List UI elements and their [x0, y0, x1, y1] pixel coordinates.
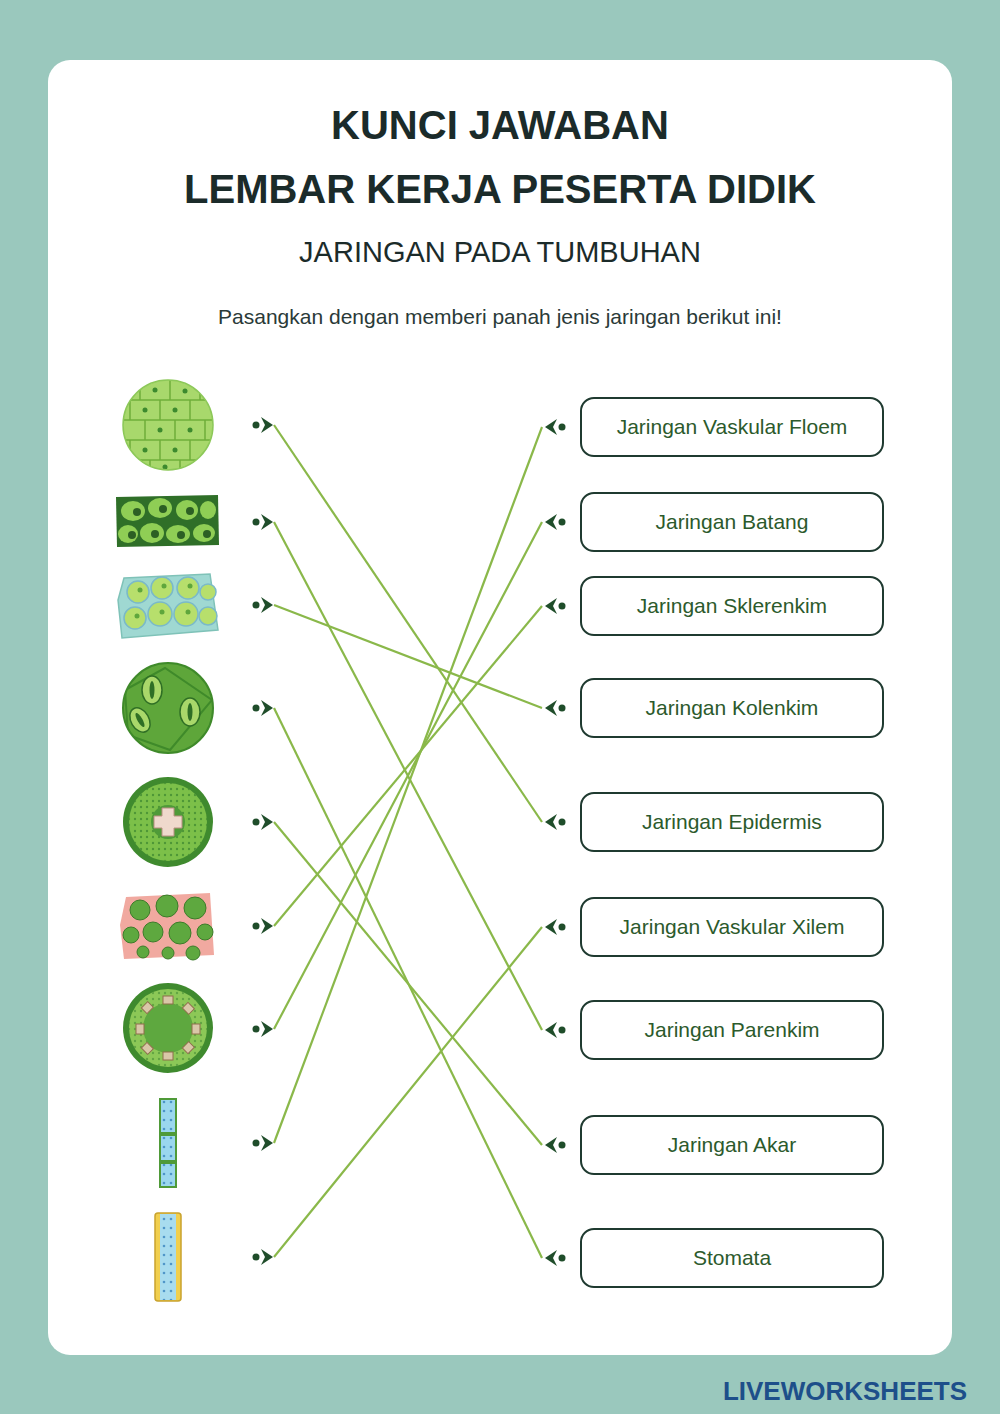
answer-box: Jaringan Kolenkim [542, 678, 884, 738]
anchor-dot [559, 519, 566, 526]
anchor-dot [253, 1026, 260, 1033]
answer-box: Jaringan Vaskular Xilem [542, 897, 884, 957]
answer-box-outline: Jaringan Batang [580, 492, 884, 552]
anchor-chevron [261, 1135, 273, 1151]
phloem-image [160, 1099, 176, 1187]
match-line [274, 708, 542, 1258]
answer-text: Jaringan Batang [656, 510, 809, 534]
match-line [274, 605, 542, 708]
answer-text: Stomata [693, 1246, 771, 1270]
anchor-chevron [545, 1022, 557, 1038]
title: KUNCI JAWABAN [0, 103, 1000, 148]
collenchyma-image [118, 574, 218, 638]
answer-text: Jaringan Parenkim [644, 1018, 819, 1042]
stomata-image [123, 663, 213, 753]
match-line [274, 522, 542, 1030]
tissue-picture [116, 395, 274, 455]
anchor-chevron [545, 919, 557, 935]
anchor-dot [253, 1254, 260, 1261]
anchor-dot [559, 819, 566, 826]
tissue-picture [116, 575, 274, 635]
tissue-picture [116, 1227, 274, 1287]
tissue-picture [116, 1113, 274, 1173]
answer-box: Jaringan Akar [542, 1115, 884, 1175]
anchor-dot [253, 923, 260, 930]
epidermis-image [120, 380, 216, 475]
answer-box: Jaringan Sklerenkim [542, 576, 884, 636]
match-line [274, 427, 542, 1143]
answer-text: Jaringan Sklerenkim [637, 594, 827, 618]
root-section-image [123, 777, 213, 867]
anchor-chevron [545, 700, 557, 716]
anchor-dot [253, 705, 260, 712]
stem-section-image [123, 983, 213, 1073]
anchor-dot [253, 519, 260, 526]
answer-box-outline: Jaringan Sklerenkim [580, 576, 884, 636]
answer-box-outline: Jaringan Vaskular Xilem [580, 897, 884, 957]
answer-box-outline: Jaringan Parenkim [580, 1000, 884, 1060]
subtitle: LEMBAR KERJA PESERTA DIDIK [0, 167, 1000, 212]
sclerenchyma-image [120, 893, 214, 960]
tissue-picture [116, 678, 274, 738]
answer-box: Jaringan Parenkim [542, 1000, 884, 1060]
instruction: Pasangkan dengan memberi panah jenis jar… [0, 305, 1000, 329]
anchor-chevron [545, 814, 557, 830]
answer-text: Jaringan Epidermis [642, 810, 822, 834]
answer-box-outline: Jaringan Vaskular Floem [580, 397, 884, 457]
match-line [274, 522, 542, 1029]
anchor-chevron [261, 918, 273, 934]
anchor-chevron [545, 1250, 557, 1266]
link-anchors [253, 417, 566, 1266]
anchor-chevron [545, 419, 557, 435]
match-line [274, 822, 542, 1145]
anchor-chevron [261, 597, 273, 613]
anchor-dot [559, 705, 566, 712]
tissue-picture [116, 896, 274, 956]
watermark: LIVEWORKSHEETS [700, 1376, 990, 1407]
tissue-picture [116, 492, 274, 552]
anchor-chevron [261, 417, 273, 433]
answer-box-outline: Stomata [580, 1228, 884, 1288]
parenchyma-image [116, 495, 219, 547]
anchor-dot [559, 924, 566, 931]
anchor-dot [253, 422, 260, 429]
anchor-dot [559, 603, 566, 610]
answer-box: Jaringan Batang [542, 492, 884, 552]
answer-box-outline: Jaringan Kolenkim [580, 678, 884, 738]
match-line [274, 927, 542, 1257]
anchor-chevron [261, 814, 273, 830]
anchor-dot [253, 1140, 260, 1147]
answer-box: Jaringan Epidermis [542, 792, 884, 852]
match-line [274, 606, 542, 926]
answer-box-outline: Jaringan Akar [580, 1115, 884, 1175]
answer-text: Jaringan Vaskular Floem [617, 415, 848, 439]
anchor-dot [559, 424, 566, 431]
anchor-dot [559, 1027, 566, 1034]
anchor-chevron [545, 514, 557, 530]
answer-box: Stomata [542, 1228, 884, 1288]
anchor-dot [253, 602, 260, 609]
anchor-dot [253, 819, 260, 826]
anchor-chevron [545, 1137, 557, 1153]
anchor-dot [559, 1142, 566, 1149]
answer-text: Jaringan Akar [668, 1133, 796, 1157]
answer-text: Jaringan Vaskular Xilem [620, 915, 845, 939]
anchor-chevron [545, 598, 557, 614]
anchor-chevron [261, 700, 273, 716]
answer-box-outline: Jaringan Epidermis [580, 792, 884, 852]
anchor-chevron [261, 1021, 273, 1037]
tissue-picture [116, 999, 274, 1059]
answer-box: Jaringan Vaskular Floem [542, 397, 884, 457]
match-line [274, 425, 542, 822]
anchor-chevron [261, 514, 273, 530]
answer-text: Jaringan Kolenkim [646, 696, 819, 720]
anchor-chevron [261, 1249, 273, 1265]
anchor-dot [559, 1255, 566, 1262]
tissue-picture [116, 792, 274, 852]
topic-heading: JARINGAN PADA TUMBUHAN [0, 236, 1000, 269]
xylem-image [155, 1213, 181, 1301]
